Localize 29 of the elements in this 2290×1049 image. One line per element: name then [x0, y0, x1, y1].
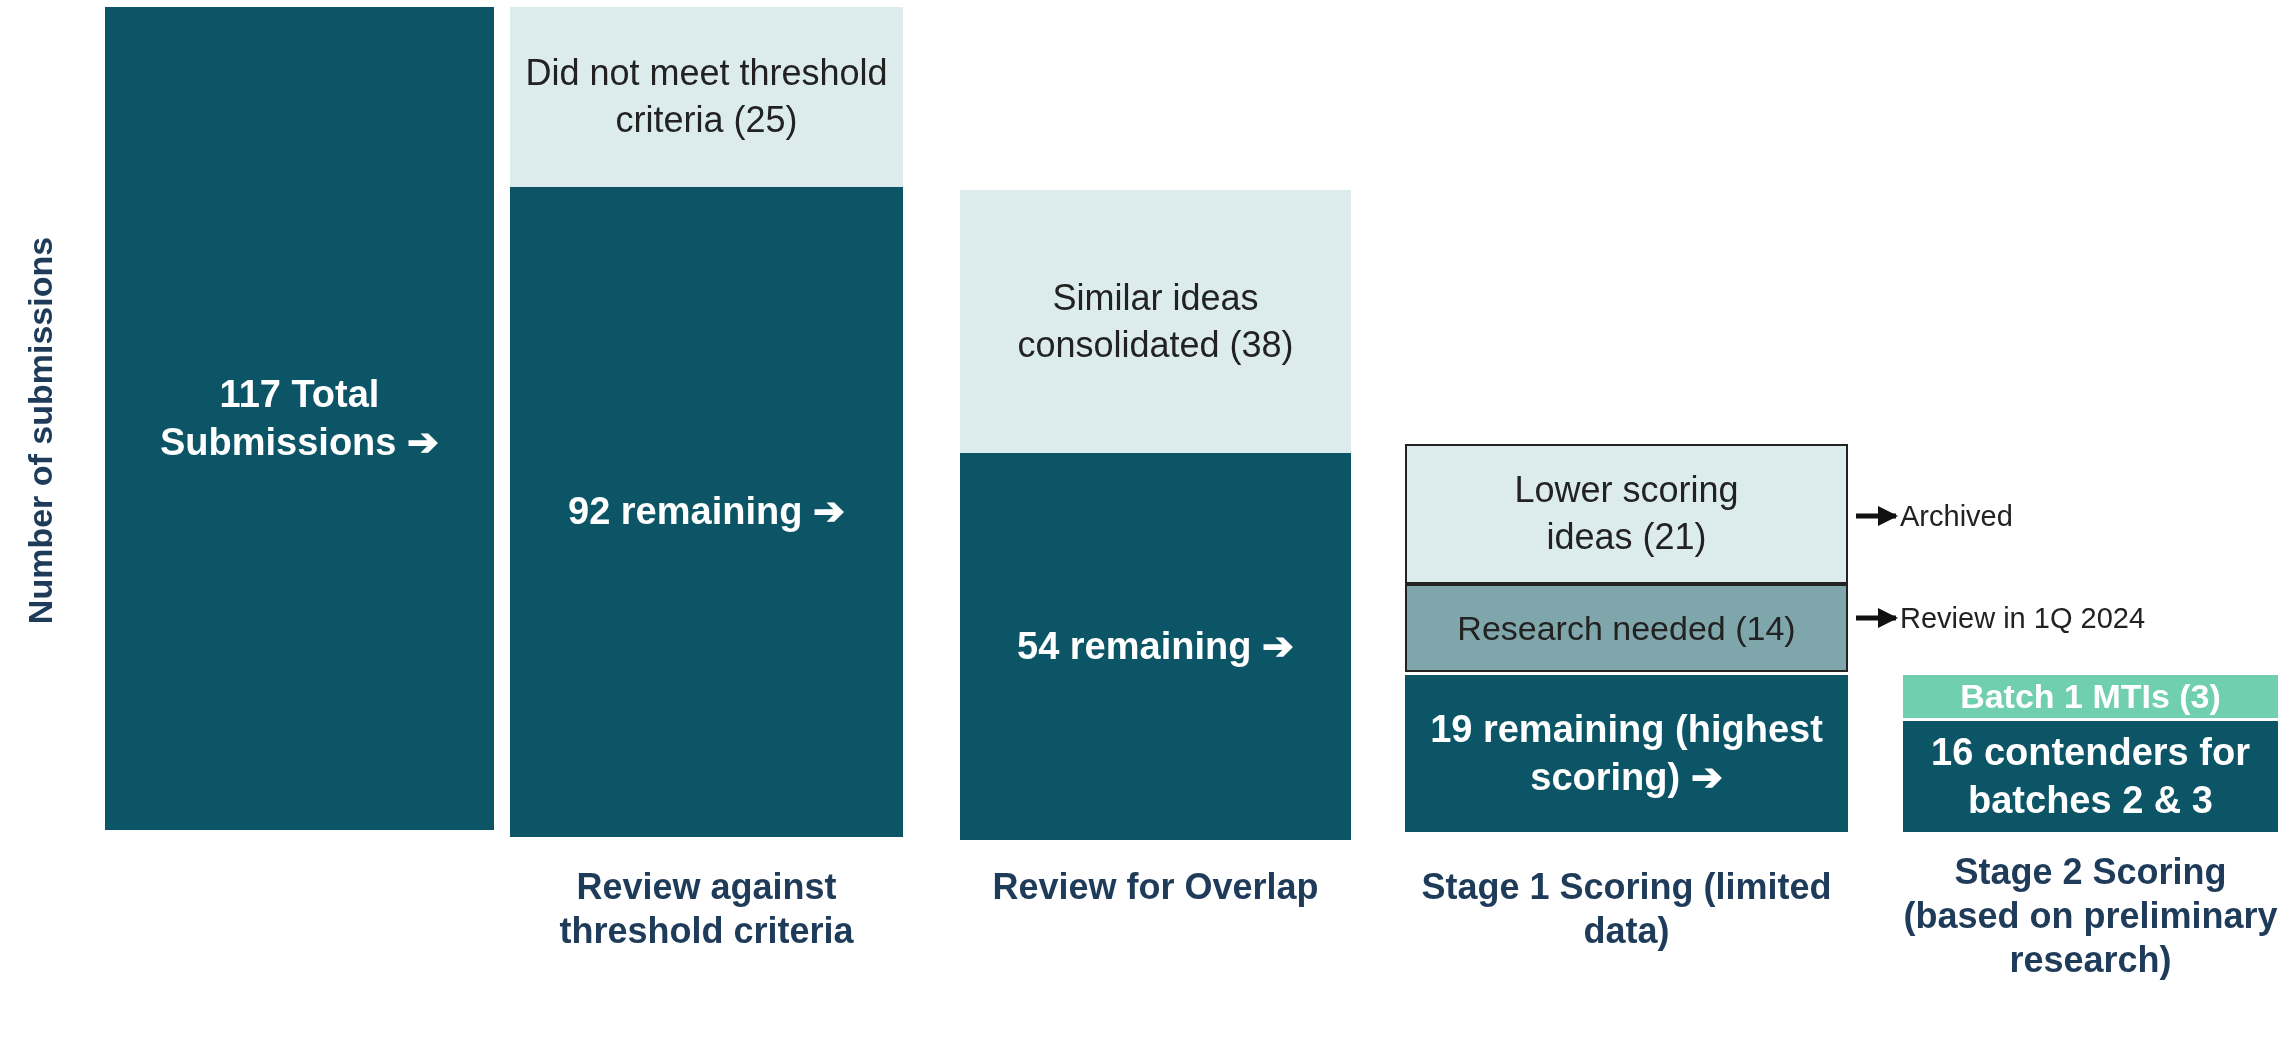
bar-segment: [1405, 584, 1848, 672]
bar-segment: [1405, 675, 1848, 832]
bar-segment: [1405, 444, 1848, 584]
stage-label: Review against threshold criteria: [558, 865, 855, 953]
bar-segment: [1903, 721, 2278, 832]
segment-label: Research needed (14): [1457, 608, 1796, 648]
arrow: [1856, 608, 1898, 628]
bar-segment: [960, 453, 1351, 840]
arrow: [1856, 506, 1898, 526]
segment-label: 16 contenders for batches 2 & 3: [1930, 730, 2251, 823]
stage-label: Stage 2 Scoring (based on preliminary research): [1902, 850, 2279, 982]
segment-label: 92 remaining ➔: [568, 489, 845, 535]
bar-segment: [510, 7, 903, 187]
segment-label: 19 remaining (highest scoring) ➔: [1429, 707, 1824, 800]
segment-label: Did not meet threshold criteria (25): [524, 51, 889, 142]
bar-segment: [960, 190, 1351, 453]
segment-label: 117 Total Submissions ➔: [158, 372, 441, 465]
outcome-label: Archived: [1900, 496, 2100, 536]
segment-label: Similar ideas consolidated (38): [1016, 275, 1295, 367]
bar-segment: [510, 187, 903, 837]
stage-label: Review for Overlap: [991, 865, 1320, 909]
stage-label: Stage 1 Scoring (limited data): [1420, 865, 1833, 953]
segment-label: Batch 1 MTIs (3): [1960, 677, 2221, 716]
bar-segment: [1903, 675, 2278, 718]
outcome-label: Review in 1Q 2024: [1900, 598, 2270, 638]
axis-label: Number of submissions: [20, 236, 60, 624]
bar-segment: [105, 7, 494, 830]
segment-label: Lower scoring ideas (21): [1513, 468, 1740, 559]
segment-label: 54 remaining ➔: [1017, 623, 1294, 669]
